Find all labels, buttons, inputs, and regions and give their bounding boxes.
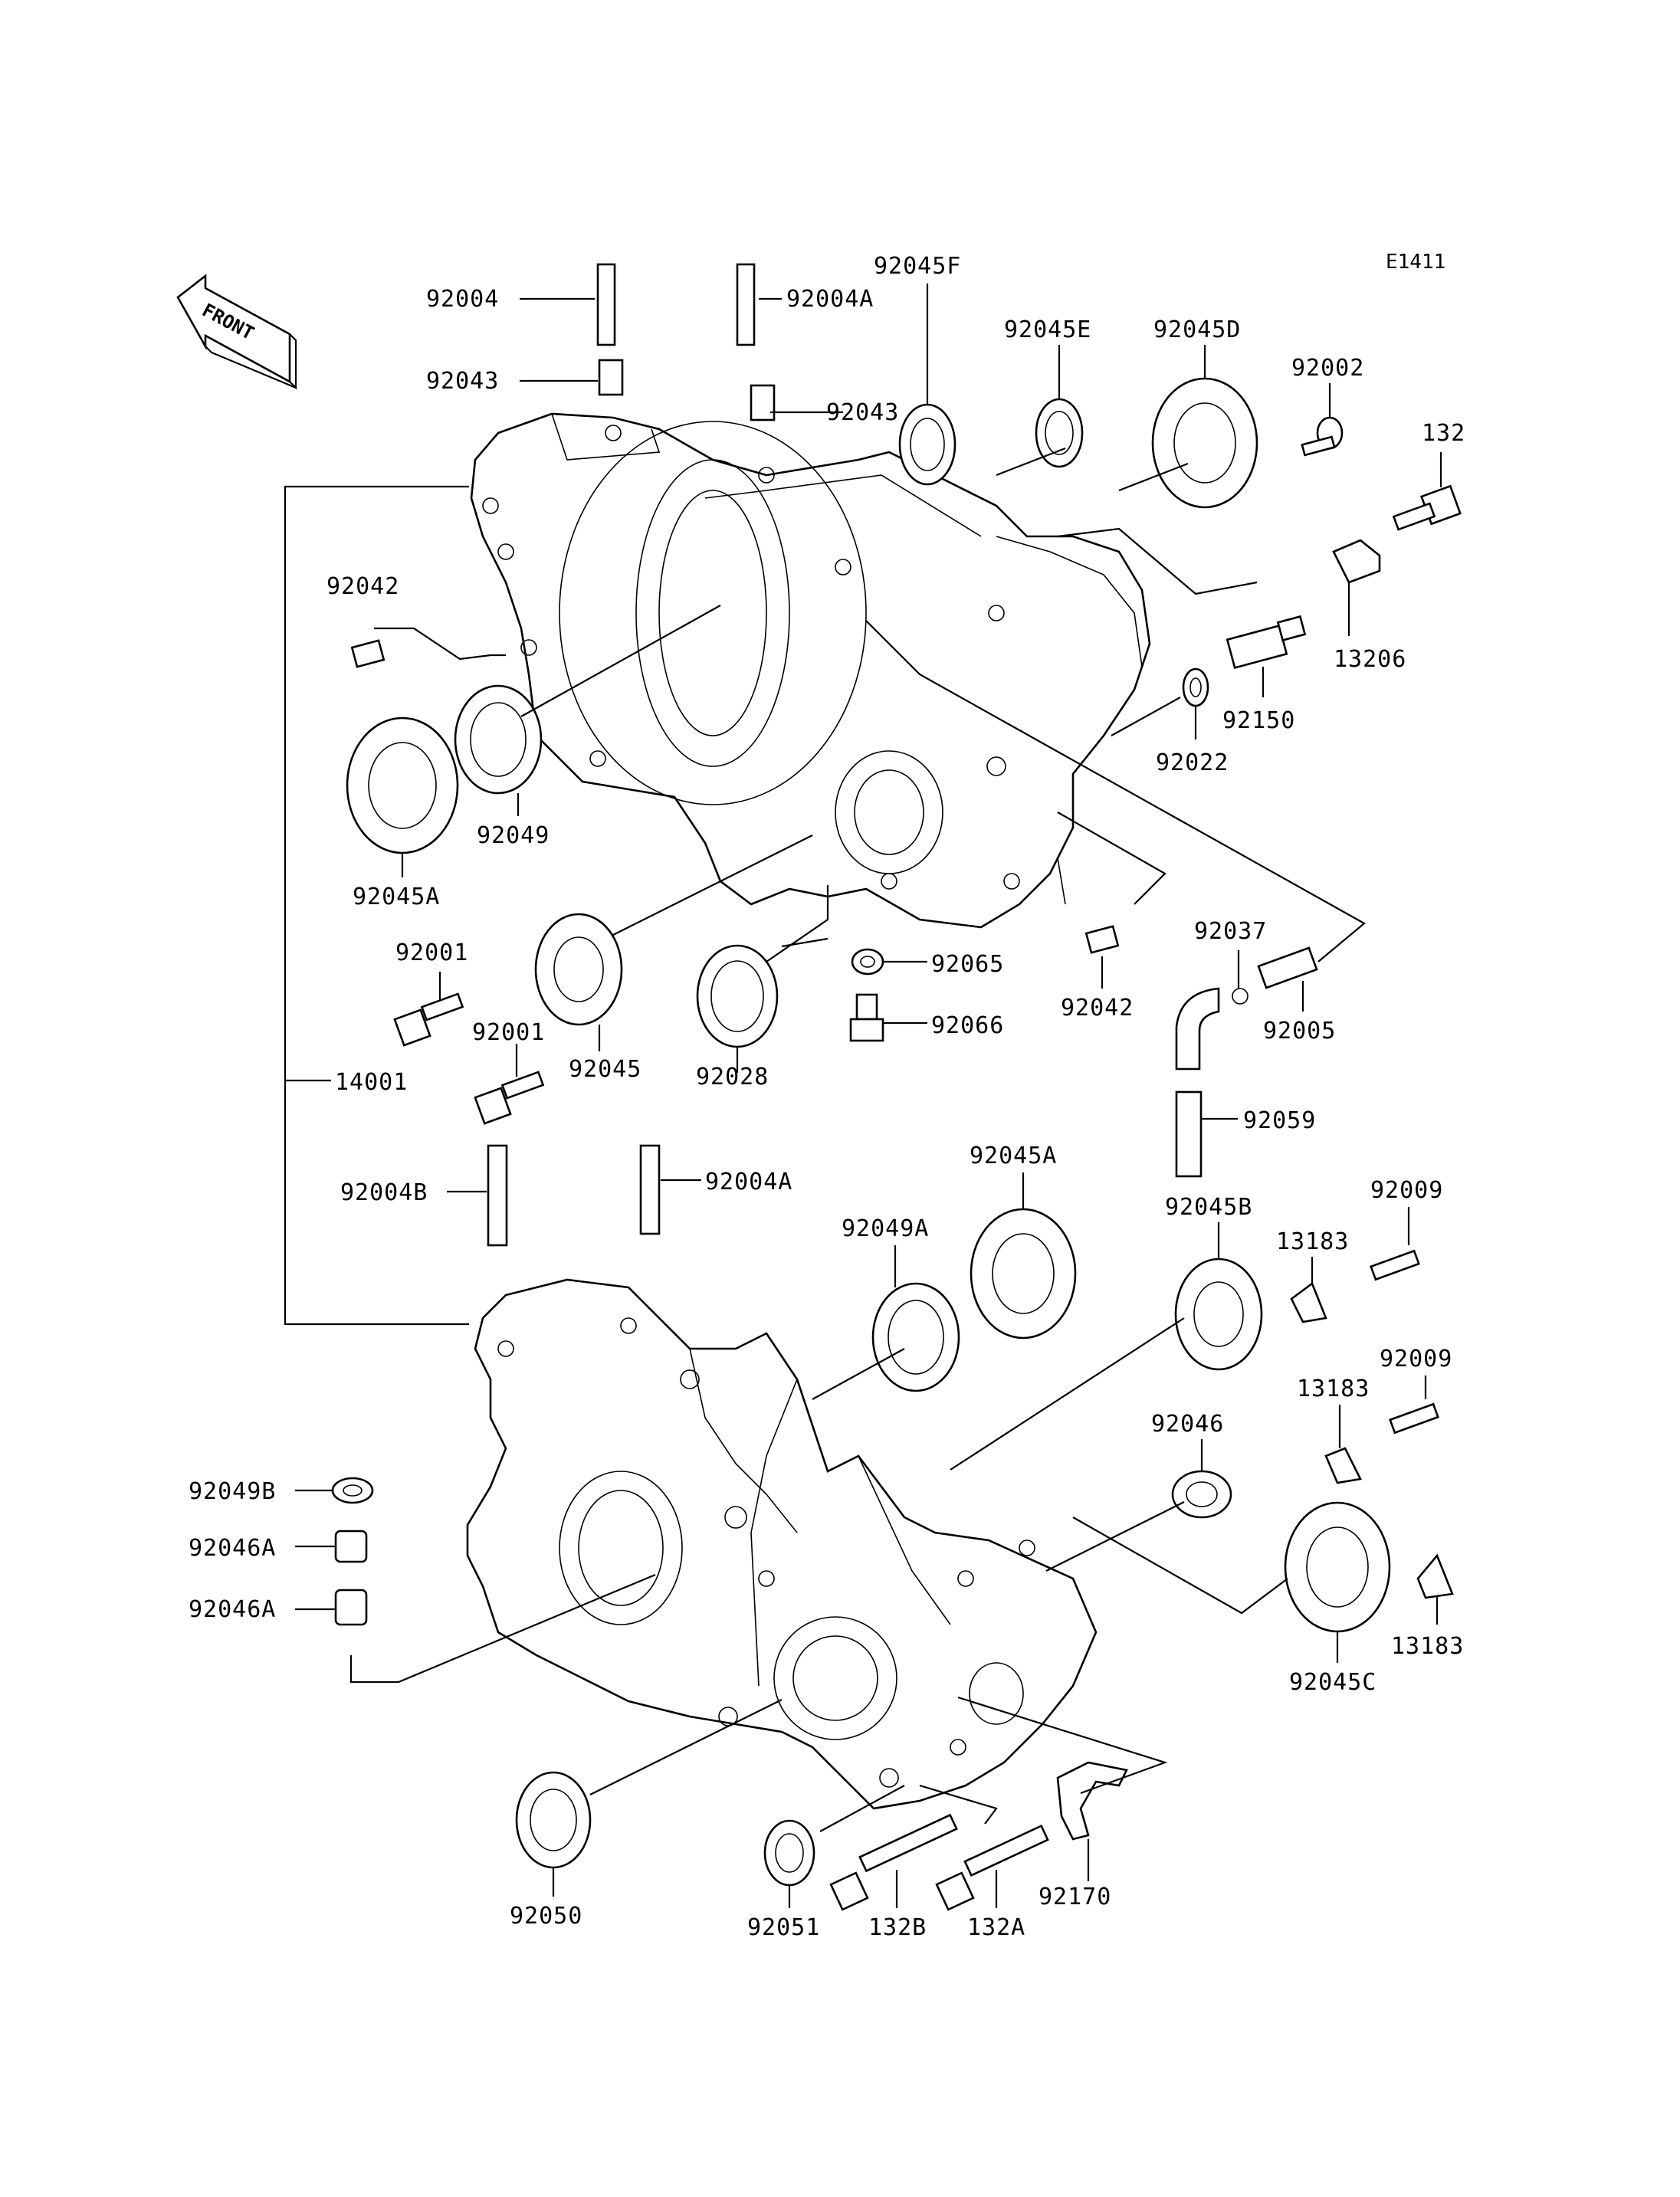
stud-92004A-top [736,263,756,346]
bearing-92045B [1174,1258,1263,1371]
bracket-13183-a [1290,1281,1327,1323]
label-92009-b: 92009 [1380,1346,1452,1372]
bolt-132B [829,1813,958,1911]
label-92051: 92051 [747,1914,820,1941]
bolt-92066 [849,993,884,1042]
label-13183-c: 13183 [1391,1633,1464,1660]
label-14001: 14001 [335,1069,408,1096]
label-92043-right: 92043 [826,399,899,426]
upper-crankcase-half [470,412,1151,929]
label-92045F: 92045F [874,253,961,280]
label-92001-a: 92001 [395,939,468,966]
diagram-code: E1411 [1386,251,1445,274]
label-92045A-bottom: 92045A [970,1143,1057,1169]
stud-92004A-bottom [639,1144,661,1235]
leader-lines [284,284,1442,1908]
fitting-92150 [1226,615,1307,670]
label-92043-left: 92043 [426,368,499,395]
label-92005: 92005 [1263,1018,1336,1044]
bearing-92045D [1151,377,1258,509]
label-92046A-a: 92046A [189,1535,276,1562]
label-92045: 92045 [569,1056,641,1083]
label-132B: 132B [868,1914,927,1941]
clamp-92170 [1056,1761,1128,1841]
label-13183-b: 13183 [1297,1376,1370,1402]
bracket-13183-b [1324,1447,1362,1484]
label-92065: 92065 [931,951,1004,978]
oil-seal-92051 [763,1819,815,1887]
front-arrow-icon: FRONT [176,274,297,390]
needle-bearing-92046A-a [334,1530,368,1563]
dowel-92042-right [1084,925,1120,954]
label-92045D: 92045D [1153,316,1241,343]
label-92046A-b: 92046A [189,1596,276,1623]
bushing-92028 [696,944,779,1048]
bearing-92045F [898,403,956,486]
dowel-92042-left [350,639,386,668]
bearing-92045A-bottom [970,1208,1077,1340]
label-92042-right: 92042 [1061,995,1134,1021]
bearing-92045E [1035,398,1084,468]
bearing-92045C [1284,1501,1391,1633]
oil-seal-92049A [871,1282,960,1392]
stud-92004 [596,263,616,346]
label-92045A-top: 92045A [353,884,440,910]
clip-92037 [1232,988,1249,1005]
label-92045C: 92045C [1289,1669,1376,1696]
bolt-92009-b [1389,1402,1439,1435]
label-92049: 92049 [477,822,550,849]
dowel-92043-left [598,359,624,396]
part-labels: 92004 92004A 92045F 92045E 92045D 92002 … [189,253,1465,1941]
hose-92059-straight [1175,1090,1203,1178]
label-92001-b: 92001 [472,1019,545,1046]
bearing-92045 [534,913,623,1026]
label-92059: 92059 [1243,1107,1316,1134]
label-92022: 92022 [1156,749,1229,776]
stud-92004B [487,1144,508,1247]
bolt-132 [1392,484,1462,531]
label-92046: 92046 [1151,1411,1224,1438]
bolt-92001-b [474,1071,545,1125]
label-92004A-bottom: 92004A [705,1169,792,1195]
needle-bearing-92046A-b [334,1589,368,1626]
washer-92065 [851,948,884,976]
label-132: 132 [1422,420,1465,447]
label-92170: 92170 [1039,1884,1111,1910]
needle-bearing-92046 [1171,1470,1232,1519]
label-92042-left: 92042 [326,573,399,600]
oil-seal-92049 [454,684,543,795]
washer-92022 [1182,667,1209,707]
dowel-92043-right [750,384,776,421]
oil-seal-92050 [515,1771,592,1869]
bearing-92045A-top [346,716,459,854]
label-92049B: 92049B [189,1478,276,1505]
label-92002: 92002 [1291,355,1364,382]
label-92037: 92037 [1194,918,1267,945]
washer-92049B [331,1477,374,1504]
label-92004B: 92004B [340,1179,428,1206]
bolt-92002 [1301,416,1344,457]
label-92009-a: 92009 [1370,1177,1443,1204]
label-92049A: 92049A [842,1215,929,1242]
lower-crankcase-half [466,1278,1098,1810]
label-13183-a: 13183 [1276,1228,1349,1255]
label-92028: 92028 [696,1064,769,1090]
label-92004: 92004 [426,286,499,313]
label-92045E: 92045E [1004,316,1091,343]
label-92150: 92150 [1222,707,1295,734]
bolt-92009-a [1370,1249,1420,1281]
label-13206: 13206 [1334,646,1406,673]
label-92045B: 92045B [1165,1194,1252,1221]
bracket-13206 [1332,539,1381,584]
fitting-92005 [1257,946,1318,989]
label-92004A-top: 92004A [786,286,874,313]
bolt-132A [935,1824,1049,1911]
label-132A: 132A [967,1914,1025,1941]
bracket-13183-c [1416,1553,1454,1599]
label-92050: 92050 [510,1903,582,1930]
bolt-92001-a [393,992,464,1047]
hose-92059-elbow [1175,987,1220,1071]
label-92066: 92066 [931,1012,1004,1039]
